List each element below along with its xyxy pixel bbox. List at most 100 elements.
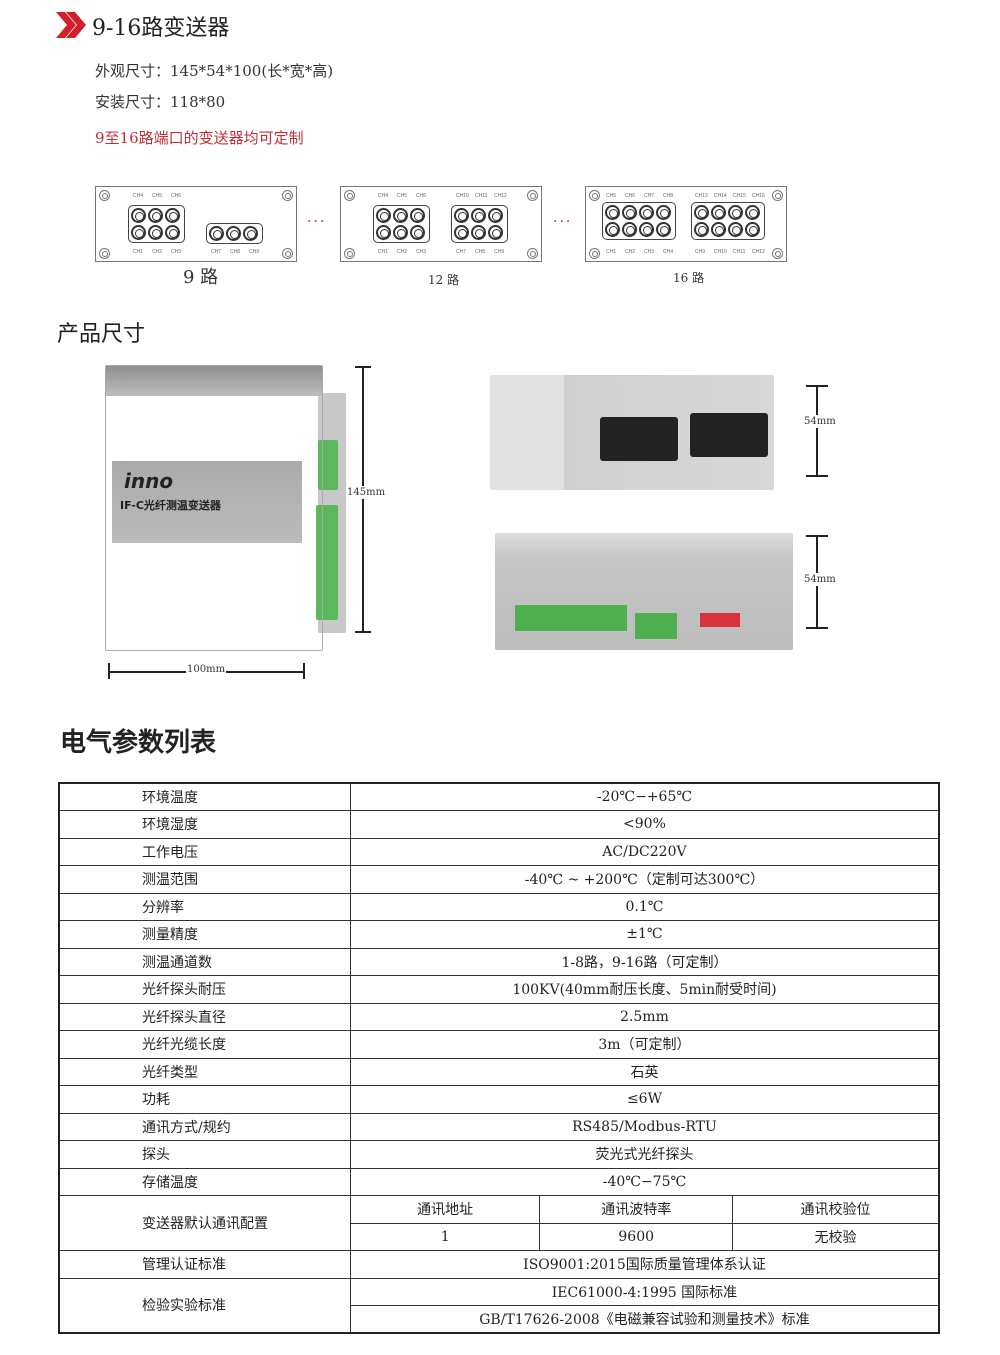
table-row: 功耗≤6W [58, 1085, 940, 1114]
table-row: 光纤类型石英 [58, 1057, 940, 1086]
param-value: 3m（可定制） [349, 1030, 940, 1059]
channel-label: CH9 [249, 249, 260, 255]
param-label: 测温通道数 [58, 947, 351, 976]
param-label: 分辨率 [58, 892, 351, 921]
fiber-connector-icon [209, 226, 224, 241]
fiber-connector-icon [656, 205, 671, 220]
param-label: 变送器默认通讯配置 [58, 1195, 351, 1251]
screw-icon [99, 248, 110, 259]
comm-header: 通讯波特率 [539, 1195, 733, 1224]
channel-label: CH16 [752, 193, 765, 199]
fiber-connector-icon [605, 205, 620, 220]
fiber-connector-icon [131, 225, 146, 240]
table-row: 测温范围-40℃ ~ +200℃（定制可达300℃） [58, 865, 940, 894]
channel-label: CH9 [494, 249, 505, 255]
screw-icon [772, 190, 783, 201]
fiber-connector-icon [410, 225, 425, 240]
screw-icon [527, 190, 538, 201]
terminal-block [316, 505, 338, 620]
connector-group [451, 205, 508, 243]
screw-icon [344, 248, 355, 259]
fiber-connector-icon [376, 225, 391, 240]
param-label: 光纤光缆长度 [58, 1030, 351, 1059]
param-value: -20℃−+65℃ [349, 782, 940, 811]
channel-label: CH9 [695, 249, 706, 255]
fiber-connector-icon [488, 225, 503, 240]
fiber-connector-icon [728, 222, 743, 237]
channel-label: CH6 [171, 193, 182, 199]
device-photo-terminal-side [495, 533, 793, 650]
fiber-connector-icon [711, 205, 726, 220]
channel-label: CH7 [456, 249, 467, 255]
param-label: 通讯方式/规约 [58, 1112, 351, 1141]
fiber-connector-icon [745, 205, 760, 220]
fiber-connector-icon [639, 205, 654, 220]
page-title: 9-16路变送器 [92, 16, 230, 41]
connector-group [206, 223, 263, 244]
screw-icon [282, 248, 293, 259]
channel-label: CH7 [211, 249, 222, 255]
param-value: ≤6W [349, 1085, 940, 1114]
fiber-connector-icon [165, 225, 180, 240]
channel-label: CH5 [152, 193, 163, 199]
param-value: -40℃ ~ +200℃（定制可达300℃） [349, 865, 940, 894]
channel-label: CH2 [152, 249, 163, 255]
param-label: 探头 [58, 1140, 351, 1169]
screw-icon [99, 190, 110, 201]
channel-label: CH3 [416, 249, 427, 255]
channel-label: CH15 [733, 193, 746, 199]
fiber-connector-icon [165, 208, 180, 223]
outer-size: 外观尺寸：145*54*100(长*宽*高) [95, 62, 334, 80]
channel-label: CH4 [133, 193, 144, 199]
param-value: GB/T17626-2008《电磁兼容试验和测量技术》标准 [349, 1305, 940, 1334]
channel-label: CH1 [378, 249, 389, 255]
param-value: <90% [349, 810, 940, 839]
fiber-connector-icon [711, 222, 726, 237]
comm-header: 通讯校验位 [732, 1195, 940, 1224]
channel-label: CH1 [606, 249, 617, 255]
param-label: 管理认证标准 [58, 1250, 351, 1279]
height-dim-label: 145mm [346, 486, 387, 499]
chevron-icon [56, 12, 86, 38]
fiber-connector-icon [148, 208, 163, 223]
param-label: 环境湿度 [58, 810, 351, 839]
fiber-connector-icon [694, 222, 709, 237]
param-value: 荧光式光纤探头 [349, 1140, 940, 1169]
fiber-connector-icon [728, 205, 743, 220]
param-label: 存储温度 [58, 1167, 351, 1196]
channel-label: CH1 [133, 249, 144, 255]
param-label: 功耗 [58, 1085, 351, 1114]
fiber-connector-icon [622, 205, 637, 220]
param-value: AC/DC220V [349, 837, 940, 866]
comm-value: 1 [349, 1222, 541, 1251]
table-row: 测量精度±1℃ [58, 920, 940, 949]
channel-label: CH8 [230, 249, 241, 255]
screw-icon [772, 248, 783, 259]
channel-label: CH2 [625, 249, 636, 255]
height-dimension-line [362, 366, 364, 632]
device-photo-front: inno IF-C光纤测温变送器 [105, 365, 323, 651]
channel-label: CH8 [663, 193, 674, 199]
param-value: ISO9001:2015国际质量管理体系认证 [349, 1250, 940, 1279]
fiber-connector-icon [454, 208, 469, 223]
product-size-heading: 产品尺寸 [57, 322, 146, 347]
channel-label: CH4 [378, 193, 389, 199]
param-value: IEC61000-4:1995 国际标准 [349, 1277, 940, 1306]
fiber-connector-icon [131, 208, 146, 223]
param-label: 光纤探头直径 [58, 1002, 351, 1031]
fiber-connector-icon [226, 226, 241, 241]
width-dim-label: 100mm [186, 663, 227, 676]
fiber-connector-icon [393, 225, 408, 240]
screw-icon [527, 248, 538, 259]
table-row: 存储温度-40℃−75℃ [58, 1167, 940, 1196]
param-label: 工作电压 [58, 837, 351, 866]
